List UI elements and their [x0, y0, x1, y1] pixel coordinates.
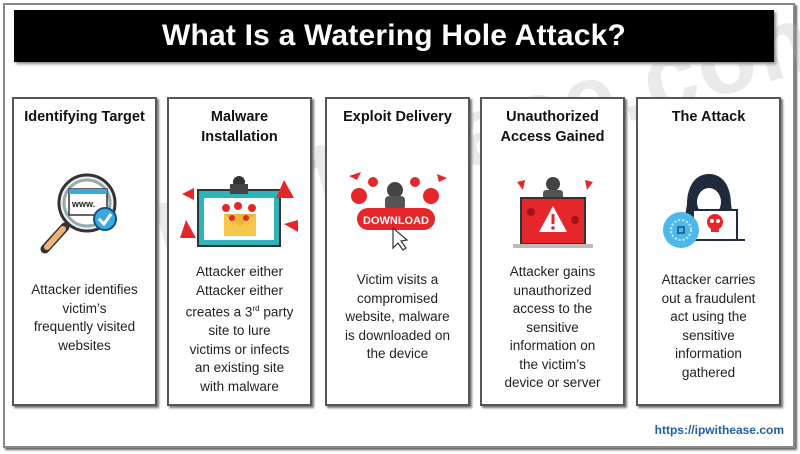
page-title: What Is a Watering Hole Attack? [14, 10, 774, 62]
svg-text:www.: www. [71, 199, 95, 209]
step-title: Unauthorized Access Gained [500, 109, 605, 145]
source-link[interactable]: https://ipwithease.com [654, 423, 784, 437]
step-description: Attacker identifies victim’s frequently … [31, 282, 138, 353]
step-card-identifying-target: Identifying Target www. Attacker identif… [12, 97, 157, 406]
step-description: Victim visits a compromised website, mal… [344, 272, 451, 361]
step-title: Identifying Target [24, 109, 145, 125]
step-title: Malware Installation [201, 109, 278, 145]
step-card-exploit-delivery: Exploit Delivery DOWNLOAD Victim visits … [325, 97, 470, 406]
svg-text:DOWNLOAD: DOWNLOAD [363, 215, 429, 227]
step-description: Attacker gains unauthorized access to th… [504, 264, 601, 390]
hooded-hacker-skull-icon [648, 165, 769, 255]
step-card-unauthorized-access: Unauthorized Access Gained Attacker gain… [480, 97, 625, 406]
step-description: Attacker carries out a fraudulent act us… [661, 272, 756, 380]
magnifier-www-icon: www. [24, 169, 145, 259]
hacker-laptop-warning-icon [492, 171, 613, 261]
step-card-the-attack: The Attack Attacker carries out a fraudu… [636, 97, 781, 406]
step-title: Exploit Delivery [343, 109, 452, 125]
hacker-screen-malware-icon [179, 171, 300, 261]
hacker-download-icon: DOWNLOAD [337, 167, 458, 257]
step-description: Attacker either Attacker either creates … [185, 264, 294, 394]
step-title: The Attack [671, 109, 746, 125]
step-card-malware-installation: Malware Installation Attacker either Att… [167, 97, 312, 406]
